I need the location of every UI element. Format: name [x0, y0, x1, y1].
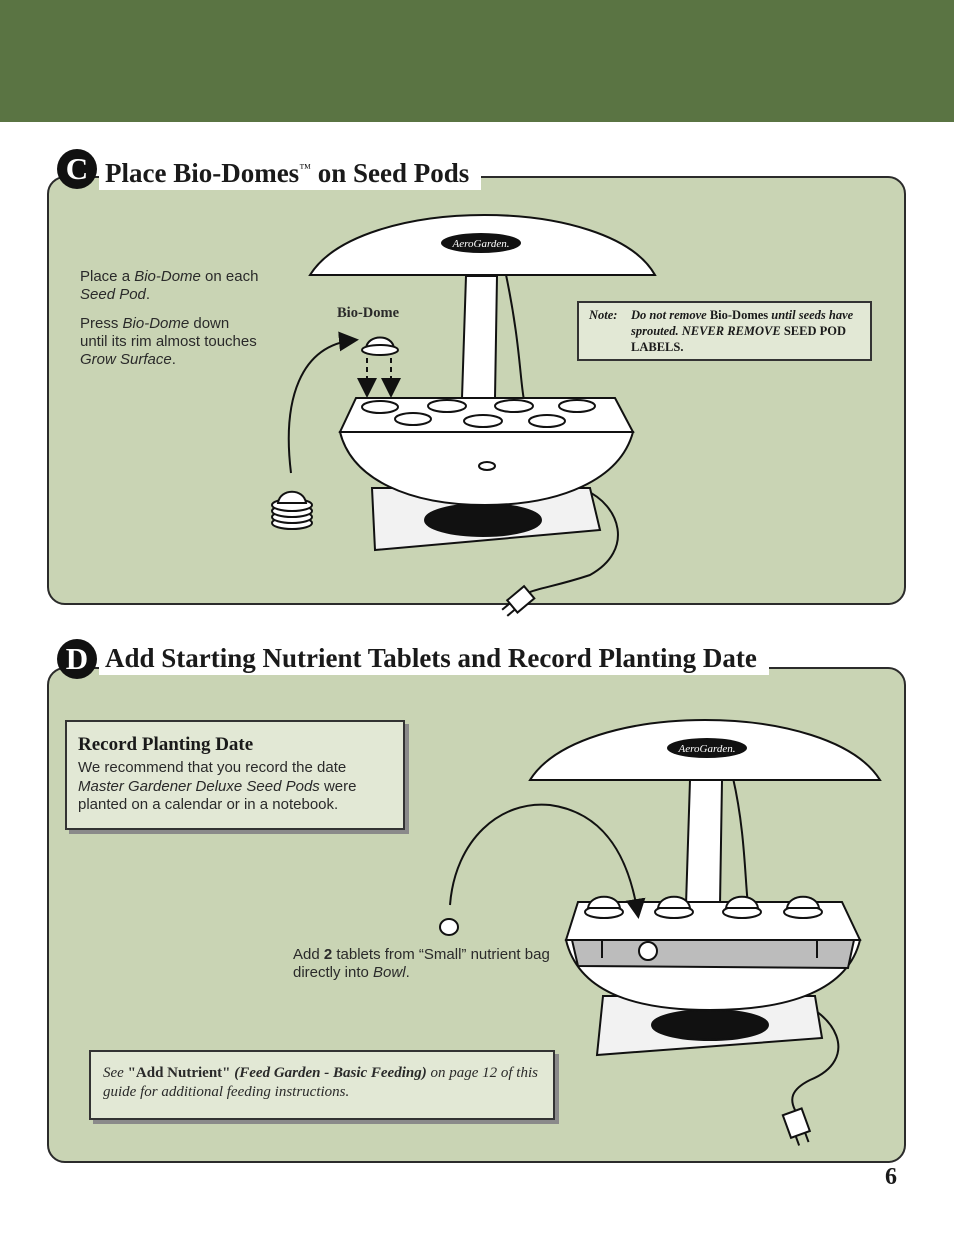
aerogarden-logo-c	[441, 233, 521, 253]
press-instruction: Press Bio-Dome down until its rim almost…	[80, 315, 257, 368]
section-c-badge: C	[57, 149, 97, 189]
aerogarden-illustration-d	[528, 719, 882, 1146]
feeding-reference-box: See "Add Nutrient" (Feed Garden - Basic …	[89, 1050, 555, 1120]
record-box-title: Record Planting Date	[78, 734, 254, 755]
bio-dome-callout: Bio-Dome	[337, 305, 400, 321]
bio-dome-icon	[361, 336, 399, 356]
place-instruction: Place a Bio-Dome on each Seed Pod.	[80, 268, 259, 303]
note-label: Note:	[589, 308, 618, 322]
tablet-instruction: Add 2 tablets from “Small” nutrient bag …	[293, 946, 550, 981]
nutrient-tablet-icon	[439, 918, 459, 936]
record-box-text: We recommend that you record the date Ma…	[78, 759, 357, 813]
top-color-band	[0, 0, 954, 122]
section-d-title: Add Starting Nutrient Tablets and Record…	[99, 641, 769, 675]
note-text: Do not remove Bio-Domes until seeds have…	[631, 308, 854, 354]
section-c-title: Place Bio-Domes™ on Seed Pods	[99, 151, 482, 190]
section-d-badge: D	[57, 639, 97, 679]
aerogarden-brand-d: AeroGarden.	[678, 743, 736, 755]
page-number: 6	[885, 1164, 897, 1190]
note-box: Note: Do not remove Bio-Domes until seed…	[577, 301, 872, 361]
aerogarden-brand-c: AeroGarden.	[452, 238, 510, 250]
aerogarden-illustration-c	[308, 214, 657, 617]
aerogarden-logo-d	[667, 738, 747, 758]
record-planting-date-box: Record Planting Date We recommend that y…	[65, 720, 405, 830]
add-nutrient-link: "Add Nutrient"	[127, 1065, 231, 1081]
bio-dome-stack-icon	[271, 490, 313, 530]
